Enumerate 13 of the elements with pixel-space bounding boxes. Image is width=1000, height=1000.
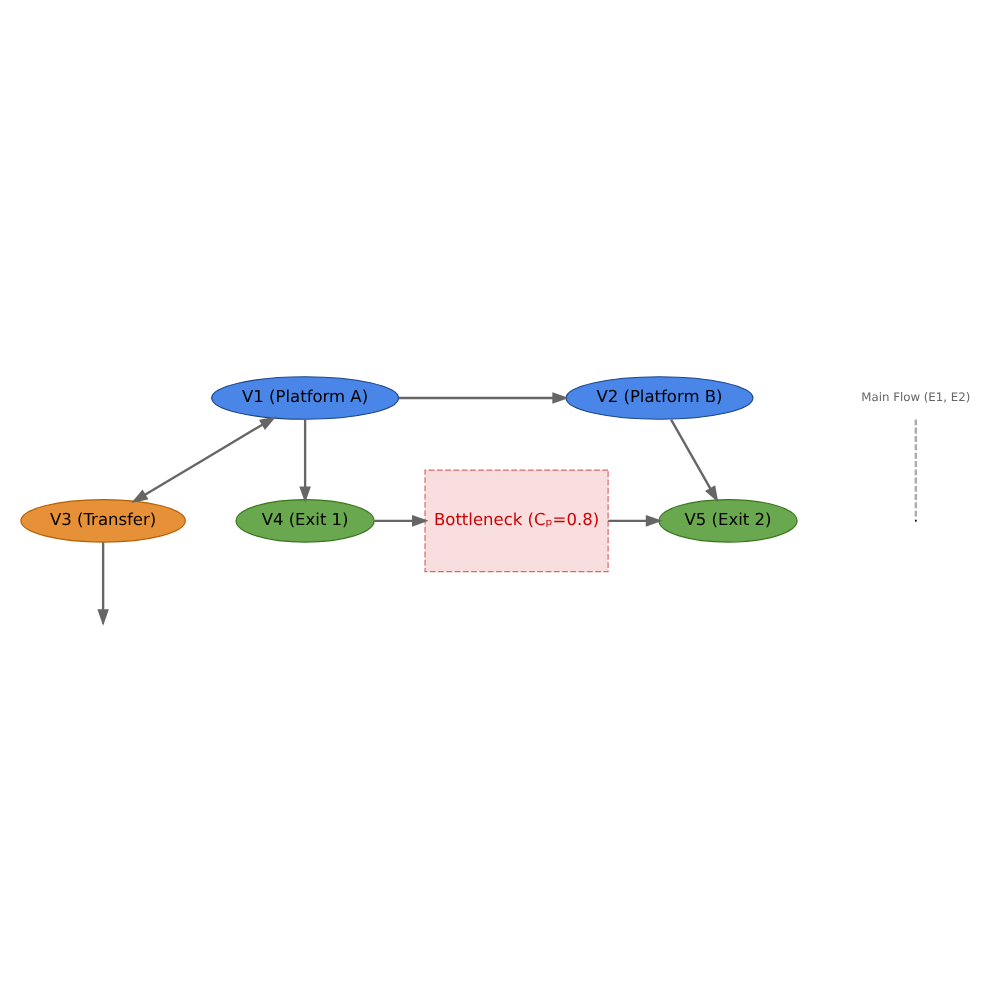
arrow [131, 416, 277, 503]
arrow [608, 515, 663, 527]
node-ellipse: V3 (Transfer) [20, 499, 186, 543]
node-box: Bottleneck (Cₚ=0.8) [424, 469, 609, 573]
node-ellipse: V2 (Platform B) [565, 376, 754, 420]
arrow [398, 392, 569, 404]
node-ellipse: V5 (Exit 2) [658, 499, 798, 543]
node-ellipse: V1 (Platform A) [211, 376, 400, 420]
arrow [374, 515, 429, 527]
connector [914, 419, 917, 520]
node-ellipse: V4 (Exit 1) [235, 499, 375, 543]
arrow [670, 419, 719, 503]
arrow [299, 419, 311, 504]
